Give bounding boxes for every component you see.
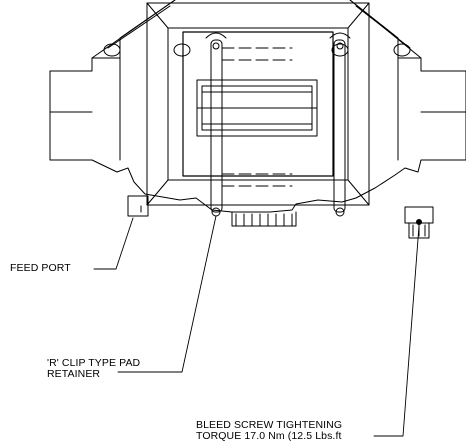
bleed-screw-torque-label: BLEED SCREW TIGHTENING TORQUE 17.0 Nm (1… <box>196 420 342 442</box>
caliper-body <box>49 0 466 213</box>
feed-port-label: FEED PORT <box>10 262 71 274</box>
caliper-bridge <box>146 2 370 206</box>
feed-port-boss <box>127 195 149 217</box>
leader-lines <box>93 215 420 437</box>
bleed-label-line2: TORQUE 17.0 Nm (12.5 Lbs.ft <box>196 430 342 442</box>
bleed-label-line1: BLEED SCREW TIGHTENING <box>196 419 343 431</box>
r-clip-label-line2: RETAINER <box>47 368 101 380</box>
bleed-screw <box>404 206 434 239</box>
r-clip-label-line1: 'R' CLIP TYPE PAD <box>47 357 141 369</box>
pad-backplate <box>231 211 297 227</box>
r-clip-retainer-label: 'R' CLIP TYPE PAD RETAINER <box>47 358 140 380</box>
hidden-lines <box>221 47 293 187</box>
pad-retainer-pins <box>205 32 351 217</box>
